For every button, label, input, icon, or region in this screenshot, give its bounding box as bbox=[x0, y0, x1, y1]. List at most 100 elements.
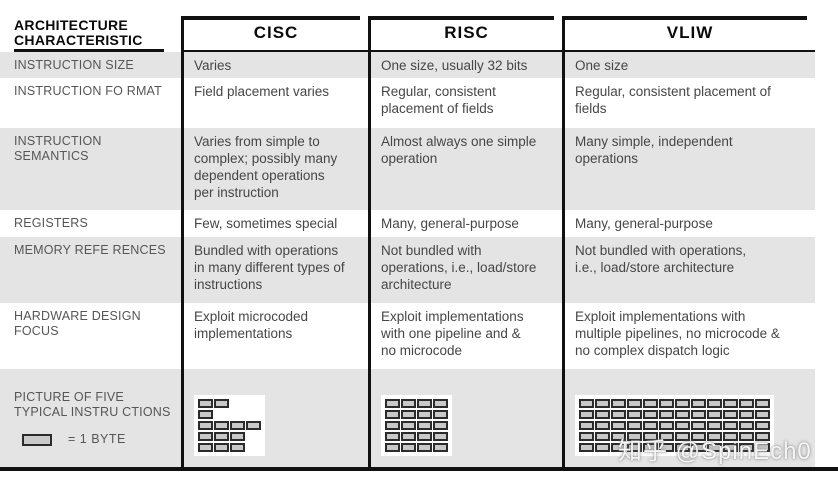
byte-box bbox=[659, 421, 674, 430]
cell-cisc: Field placement varies bbox=[181, 78, 368, 128]
byte-box bbox=[723, 443, 738, 452]
byte-box bbox=[707, 399, 722, 408]
byte-box-row bbox=[198, 421, 262, 430]
byte-box bbox=[417, 432, 432, 441]
column-header-cisc: CISC bbox=[181, 16, 368, 52]
byte-box-row bbox=[198, 399, 262, 408]
byte-box bbox=[675, 399, 690, 408]
cell-cisc: Bundled with operations in many differen… bbox=[181, 237, 368, 303]
cisc-instruction-diagram bbox=[194, 395, 265, 456]
byte-box bbox=[691, 432, 706, 441]
byte-box bbox=[595, 399, 610, 408]
cell-cisc: Varies bbox=[181, 52, 368, 78]
byte-box bbox=[659, 399, 674, 408]
column-header-risc-label: RISC bbox=[444, 23, 489, 42]
byte-box bbox=[230, 421, 245, 430]
byte-box bbox=[198, 432, 213, 441]
byte-box bbox=[198, 443, 213, 452]
cell-vliw: Not bundled with operations, i.e., load/… bbox=[562, 237, 815, 303]
byte-box bbox=[691, 399, 706, 408]
vliw-instruction-diagram bbox=[575, 395, 774, 456]
byte-box-row bbox=[198, 443, 262, 452]
cell-cisc: Exploit microcoded implementations bbox=[181, 303, 368, 369]
byte-box bbox=[723, 421, 738, 430]
table-row-hardware-design-focus: HARDWARE DESIGN FOCUS Exploit microcoded… bbox=[0, 303, 815, 369]
table-row-memory-references: MEMORY REFE RENCES Bundled with operatio… bbox=[0, 237, 815, 303]
byte-box bbox=[691, 410, 706, 419]
byte-box bbox=[755, 432, 770, 441]
cell-risc: Not bundled with operations, i.e., load/… bbox=[368, 237, 562, 303]
byte-box bbox=[401, 410, 416, 419]
byte-box bbox=[691, 421, 706, 430]
corner-header: ARCHITECTURE CHARACTERISTIC bbox=[0, 16, 181, 52]
row-label: HARDWARE DESIGN FOCUS bbox=[14, 309, 141, 338]
byte-box bbox=[214, 399, 229, 408]
byte-box bbox=[643, 421, 658, 430]
byte-box bbox=[627, 421, 642, 430]
byte-box bbox=[643, 399, 658, 408]
column-header-risc: RISC bbox=[368, 16, 562, 52]
byte-box bbox=[579, 443, 594, 452]
cell-vliw: Regular, consistent placement of fields bbox=[562, 78, 815, 128]
byte-box bbox=[659, 432, 674, 441]
byte-box bbox=[627, 432, 642, 441]
byte-box bbox=[723, 432, 738, 441]
table-header-row: ARCHITECTURE CHARACTERISTIC CISC RISC VL… bbox=[0, 16, 815, 52]
byte-box bbox=[659, 410, 674, 419]
byte-box bbox=[214, 421, 229, 430]
row-label-picture: PICTURE OF FIVE TYPICAL INSTRU CTIONS = … bbox=[0, 369, 181, 467]
byte-box bbox=[723, 410, 738, 419]
table-row-instruction-format: INSTRUCTION FO RMAT Field placement vari… bbox=[0, 78, 815, 128]
byte-box bbox=[198, 421, 213, 430]
cell-risc: One size, usually 32 bits bbox=[368, 52, 562, 78]
byte-box bbox=[595, 410, 610, 419]
byte-box bbox=[723, 399, 738, 408]
byte-box bbox=[401, 432, 416, 441]
byte-box bbox=[417, 421, 432, 430]
byte-box bbox=[579, 421, 594, 430]
byte-box bbox=[739, 399, 754, 408]
row-label: INSTRUCTION SEMANTICS bbox=[14, 134, 102, 163]
row-label: INSTRUCTION FO RMAT bbox=[14, 84, 163, 98]
byte-box bbox=[739, 421, 754, 430]
byte-box-row bbox=[385, 421, 449, 430]
byte-box bbox=[579, 410, 594, 419]
cell-cisc-picture bbox=[181, 369, 368, 467]
table-row-registers: REGISTERS Few, sometimes special Many, g… bbox=[0, 210, 815, 237]
top-rule bbox=[565, 16, 807, 20]
column-header-vliw-label: VLIW bbox=[666, 23, 714, 42]
byte-box bbox=[675, 410, 690, 419]
byte-box bbox=[739, 443, 754, 452]
table-row-instruction-size: INSTRUCTION SIZE Varies One size, usuall… bbox=[0, 52, 815, 78]
byte-box bbox=[401, 443, 416, 452]
risc-instruction-diagram bbox=[381, 395, 452, 456]
byte-box bbox=[198, 399, 213, 408]
byte-box bbox=[433, 410, 448, 419]
byte-box-row bbox=[579, 410, 771, 419]
table-bottom-rule bbox=[0, 467, 838, 471]
byte-box bbox=[707, 421, 722, 430]
byte-box-legend-icon bbox=[22, 433, 52, 446]
byte-box bbox=[246, 421, 261, 430]
byte-box bbox=[385, 443, 400, 452]
cell-risc: Exploit implementations with one pipelin… bbox=[368, 303, 562, 369]
row-label: REGISTERS bbox=[14, 216, 89, 230]
byte-box bbox=[595, 443, 610, 452]
byte-box bbox=[214, 443, 229, 452]
byte-box bbox=[755, 410, 770, 419]
byte-box bbox=[417, 443, 432, 452]
byte-box bbox=[417, 410, 432, 419]
byte-box-row bbox=[385, 443, 449, 452]
column-header-cisc-label: CISC bbox=[253, 23, 299, 42]
byte-box-row bbox=[579, 399, 771, 408]
byte-box bbox=[385, 410, 400, 419]
byte-box bbox=[579, 399, 594, 408]
byte-legend: = 1 BYTE bbox=[22, 432, 175, 447]
byte-box bbox=[611, 443, 626, 452]
table-row-instruction-pictures: PICTURE OF FIVE TYPICAL INSTRU CTIONS = … bbox=[0, 369, 815, 467]
cell-risc: Regular, consistent placement of fields bbox=[368, 78, 562, 128]
cell-risc: Almost always one simple operation bbox=[368, 128, 562, 210]
byte-box bbox=[401, 399, 416, 408]
byte-box bbox=[675, 432, 690, 441]
table-row-instruction-semantics: INSTRUCTION SEMANTICS Varies from simple… bbox=[0, 128, 815, 210]
